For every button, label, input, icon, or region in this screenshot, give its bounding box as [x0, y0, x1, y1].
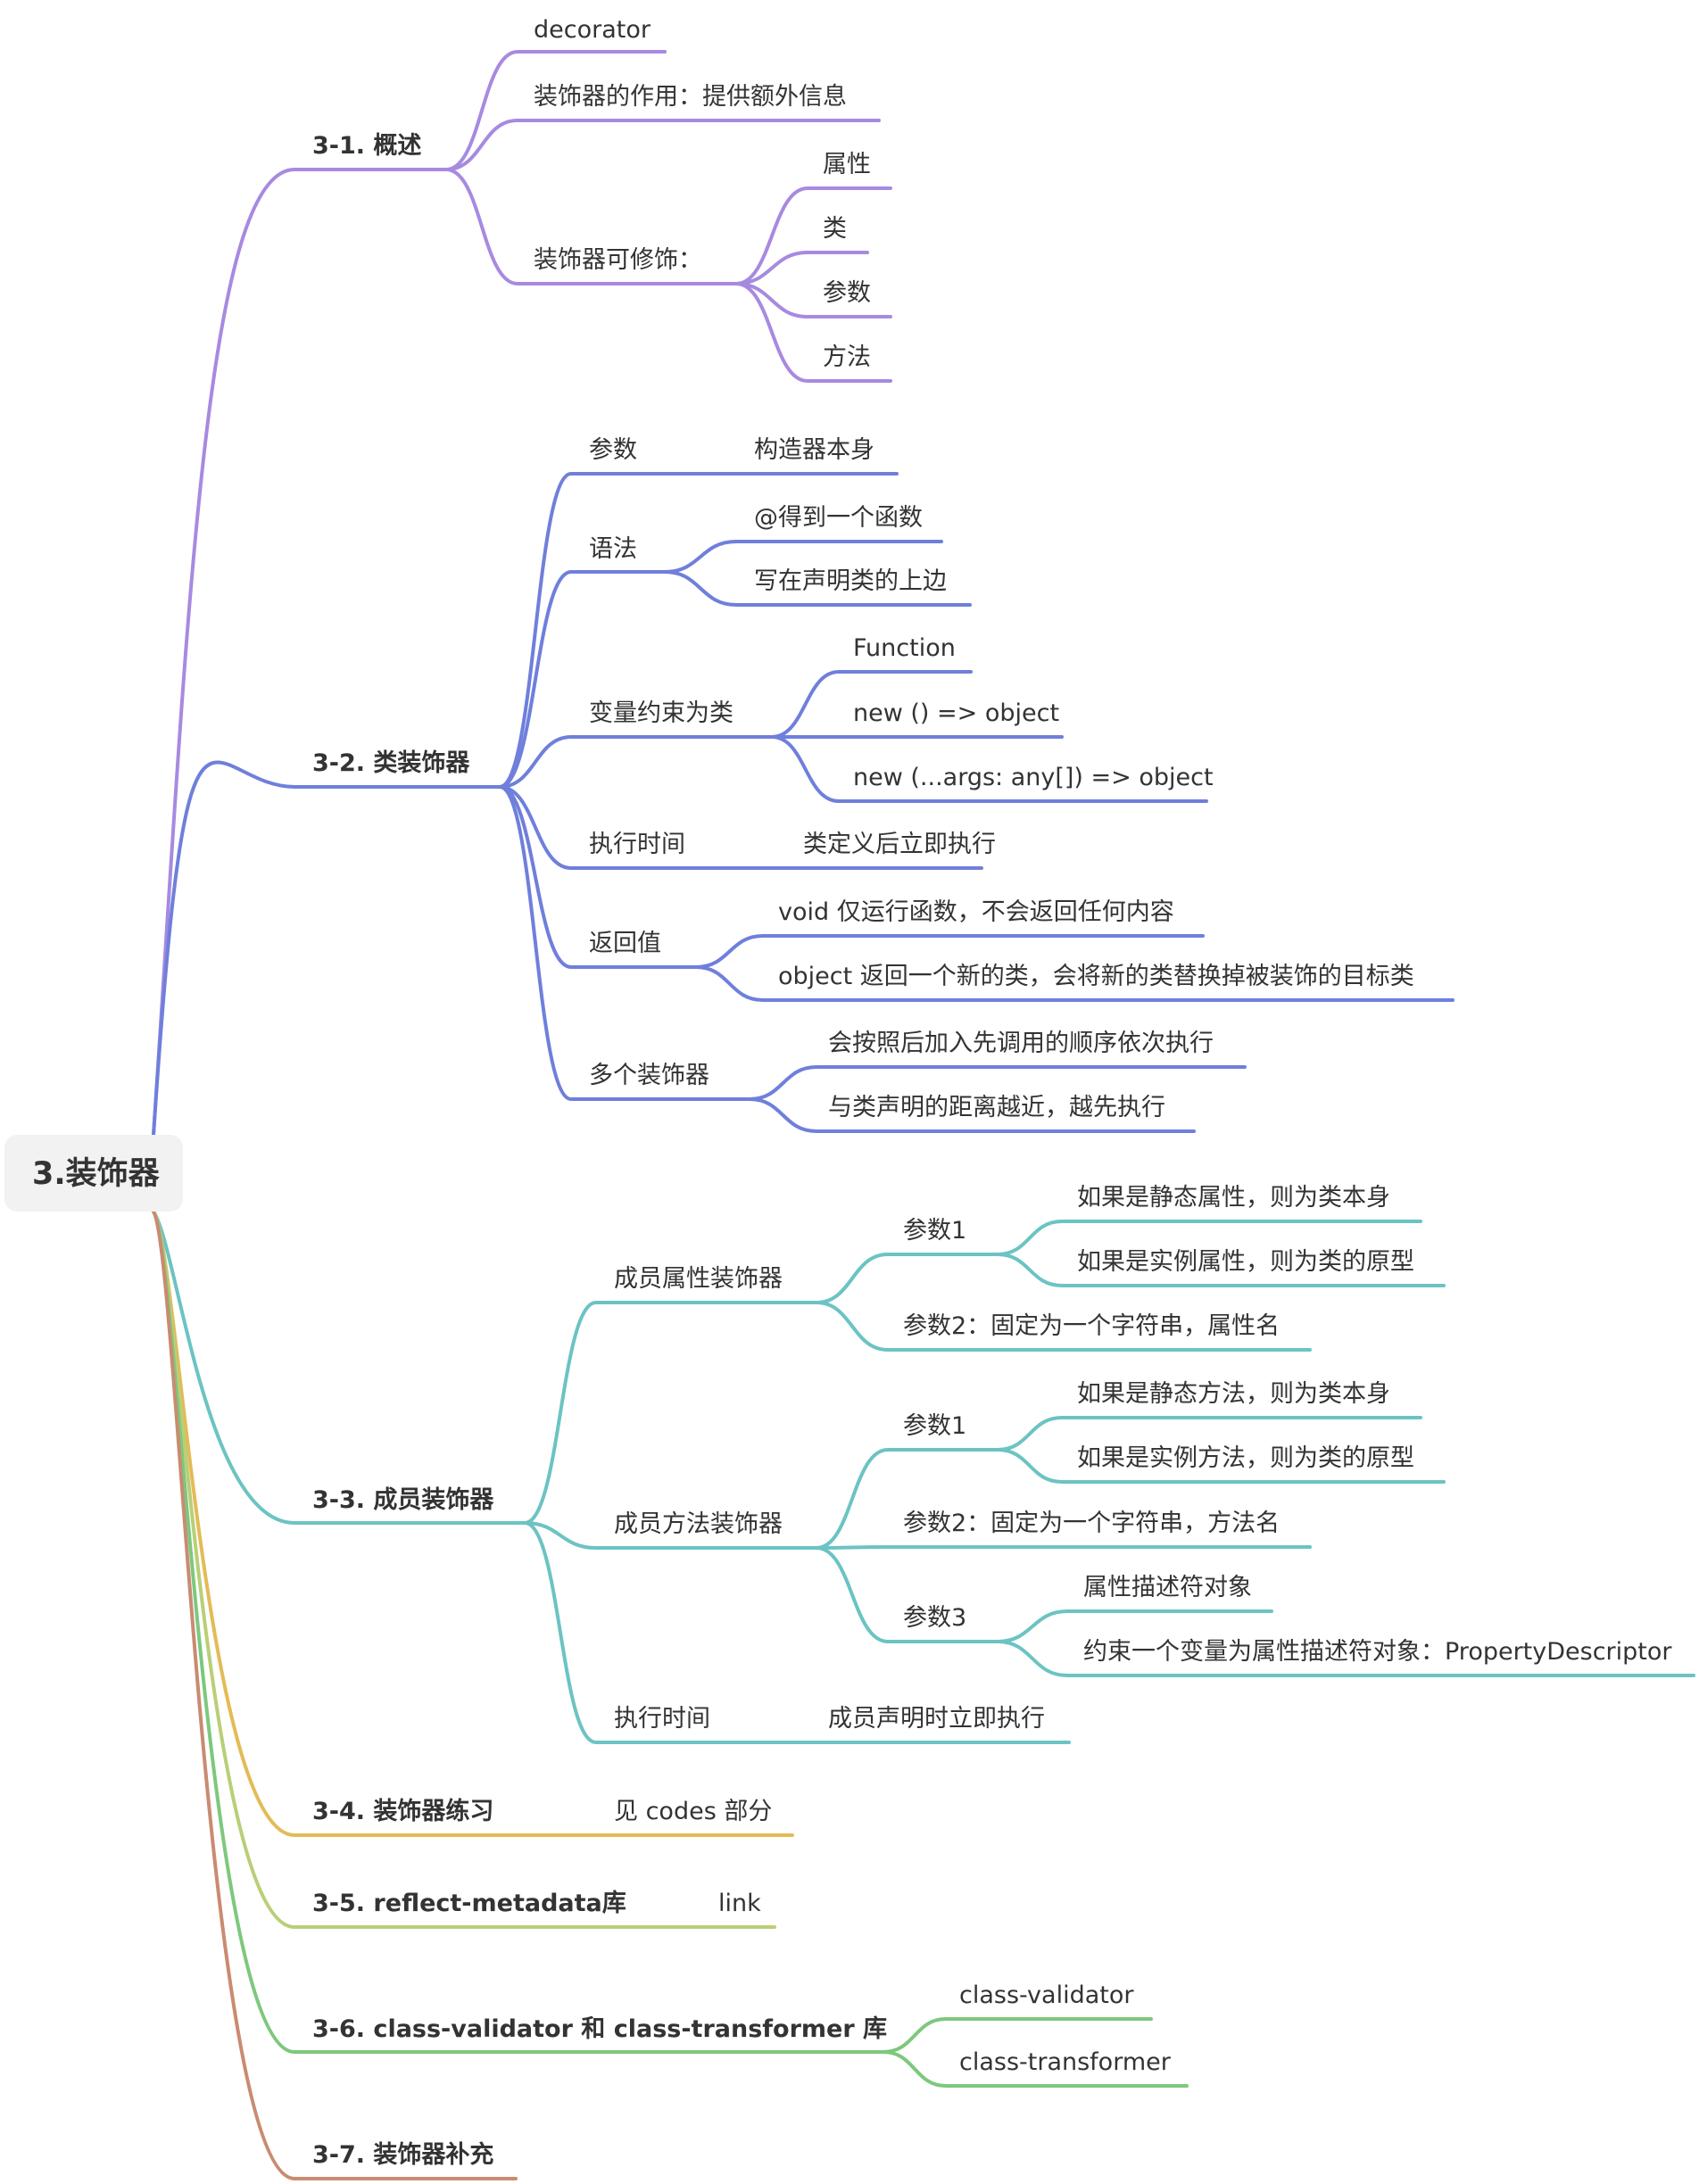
node-method-param3[interactable]: 参数3 [903, 1604, 966, 1632]
node-method-param1[interactable]: 参数1 [903, 1412, 966, 1440]
branch-trunk [152, 168, 448, 1137]
node-member-method-decorator[interactable]: 成员方法装饰器 [614, 1510, 783, 1538]
branch-member-decorator[interactable]: 3-3. 成员装饰器 [312, 1486, 494, 1514]
branch-reflect-metadata[interactable]: 3-5. reflect-metadata库 [312, 1890, 626, 1917]
node-constrain-property-descriptor[interactable]: 约束一个变量为属性描述符对象：PropertyDescriptor [1083, 1638, 1672, 1666]
connector-line [523, 1301, 818, 1525]
node-target-method[interactable]: 方法 [823, 343, 871, 371]
node-return-value[interactable]: 返回值 [589, 930, 661, 957]
node-constructor-itself[interactable]: 构造器本身 [754, 436, 874, 464]
connector-line [498, 472, 899, 789]
node-multiple-order[interactable]: 会按照后加入先调用的顺序依次执行 [828, 1030, 1214, 1057]
node-multiple-distance[interactable]: 与类声明的距离越近，越先执行 [828, 1094, 1165, 1121]
connector-line [815, 1545, 1312, 1550]
branch-practice[interactable]: 3-4. 装饰器练习 [312, 1797, 493, 1825]
node-return-void[interactable]: void 仅运行函数，不会返回任何内容 [778, 898, 1174, 926]
branch-overview[interactable]: 3-1. 概述 [312, 132, 421, 160]
node-exec-after-definition[interactable]: 类定义后立即执行 [803, 831, 996, 858]
connector-line [734, 186, 892, 285]
connector-line [523, 1521, 1071, 1744]
node-class-validator[interactable]: class-validator [959, 1981, 1134, 2009]
node-exec-on-declaration[interactable]: 成员声明时立即执行 [828, 1705, 1045, 1733]
node-method-static[interactable]: 如果是静态方法，则为类本身 [1077, 1380, 1390, 1408]
connector-line [734, 282, 892, 383]
node-target-parameter[interactable]: 参数 [823, 279, 871, 307]
connector-line [882, 2017, 1153, 2054]
node-target-property[interactable]: 属性 [823, 151, 871, 178]
connector-line [882, 2050, 1189, 2088]
connector-line [815, 1546, 999, 1643]
branch-validator-transformer[interactable]: 3-6. class-validator 和 class-transformer… [312, 2015, 887, 2043]
connector-line [996, 1609, 1273, 1643]
connector-line [996, 1640, 1695, 1677]
connector-line [663, 540, 943, 574]
node-type-new-object[interactable]: new () => object [853, 699, 1059, 727]
node-prop-static[interactable]: 如果是静态属性，则为类本身 [1077, 1184, 1390, 1212]
connector-line [996, 1416, 1422, 1452]
connector-line [498, 785, 751, 1101]
node-return-object[interactable]: object 返回一个新的类，会将新的类替换掉被装饰的目标类 [778, 963, 1414, 990]
connector-line [996, 1448, 1446, 1484]
connector-lines [152, 50, 1695, 2180]
node-type-function[interactable]: Function [853, 634, 956, 662]
node-prop-param2[interactable]: 参数2：固定为一个字符串，属性名 [903, 1312, 1280, 1340]
connector-line [444, 168, 738, 285]
node-class-transformer[interactable]: class-transformer [959, 2048, 1172, 2076]
node-decoratable-targets[interactable]: 装饰器可修饰： [534, 246, 702, 274]
node-class-params[interactable]: 参数 [589, 436, 637, 464]
node-see-codes[interactable]: 见 codes 部分 [614, 1798, 772, 1825]
node-prop-param1[interactable]: 参数1 [903, 1217, 966, 1245]
node-syntax-at-function[interactable]: @得到一个函数 [754, 504, 923, 532]
branch-trunk [152, 1210, 518, 2180]
connector-line [770, 735, 1208, 803]
node-member-exec-time[interactable]: 执行时间 [614, 1705, 710, 1733]
node-syntax[interactable]: 语法 [589, 535, 637, 563]
branch-supplement[interactable]: 3-7. 装饰器补充 [312, 2140, 493, 2169]
connector-line [815, 1448, 999, 1550]
connector-line [694, 934, 1205, 969]
connector-line [996, 1220, 1422, 1256]
node-class-exec-time[interactable]: 执行时间 [589, 831, 685, 858]
connector-line [748, 1097, 1196, 1133]
connector-line [444, 119, 881, 171]
connector-line [734, 251, 869, 285]
root-node-title: 3.装饰器 [32, 1156, 161, 1192]
node-type-new-args-object[interactable]: new (...args: any[]) => object [853, 764, 1214, 791]
node-prop-instance[interactable]: 如果是实例属性，则为类的原型 [1077, 1248, 1414, 1276]
connector-line [498, 570, 667, 789]
node-constrain-to-class[interactable]: 变量约束为类 [589, 699, 733, 727]
connector-line [815, 1301, 1312, 1352]
connector-line [498, 735, 774, 789]
connector-line [770, 670, 973, 739]
connector-line [748, 1065, 1247, 1101]
connector-line [694, 965, 1455, 1002]
node-member-property-decorator[interactable]: 成员属性装饰器 [614, 1265, 783, 1293]
node-syntax-above-class[interactable]: 写在声明类的上边 [754, 567, 947, 595]
branch-trunk [152, 760, 501, 1137]
connector-line [523, 1521, 818, 1550]
node-multiple-decorators[interactable]: 多个装饰器 [589, 1062, 709, 1089]
node-method-instance[interactable]: 如果是实例方法，则为类的原型 [1077, 1444, 1414, 1472]
node-target-class[interactable]: 类 [823, 215, 847, 243]
node-property-descriptor[interactable]: 属性描述符对象 [1083, 1574, 1252, 1601]
connector-line [498, 785, 698, 969]
connector-line [498, 785, 983, 870]
connector-line [996, 1253, 1446, 1287]
root-node-box[interactable] [4, 1135, 183, 1212]
node-method-param2[interactable]: 参数2：固定为一个字符串，方法名 [903, 1510, 1280, 1537]
connector-line [815, 1253, 999, 1304]
branch-class-decorator[interactable]: 3-2. 类装饰器 [312, 749, 470, 777]
connector-line [663, 570, 972, 607]
connector-line [444, 50, 667, 171]
node-decorator-purpose[interactable]: 装饰器的作用：提供额外信息 [534, 83, 847, 111]
node-link[interactable]: link [718, 1890, 761, 1917]
branch-trunk [152, 1210, 526, 1525]
node-decorator[interactable]: decorator [534, 16, 651, 44]
connector-line [734, 282, 892, 318]
